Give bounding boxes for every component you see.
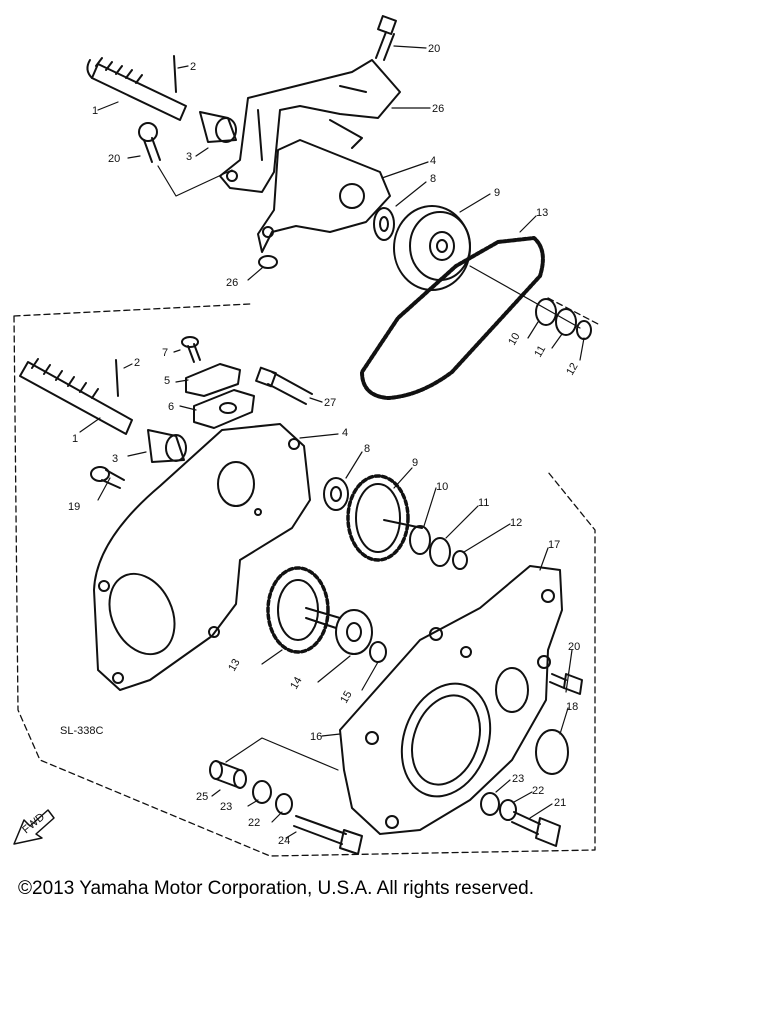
upper-pin [173,55,177,93]
lower-washer-11 [429,537,451,567]
lower-shaft [19,358,133,435]
gear-housing [93,423,311,691]
pulley [393,205,471,291]
right-bolt-21 [511,811,561,847]
callout-upper-13: 13 [536,207,548,219]
callout-lower-11: 11 [478,497,489,509]
callout-lower-12: 12 [510,517,522,529]
callout-lower-23a: 23 [512,773,524,785]
callout-lower-15: 15 [338,689,355,706]
fwd-arrow-icon [13,809,55,845]
lower-gasket [193,389,255,429]
callout-lower-6: 6 [168,401,174,413]
lower-bearing-14 [335,609,373,655]
callout-upper-1: 1 [92,105,98,117]
callout-upper-3: 3 [186,151,192,163]
left-washer-23 [252,780,272,804]
callout-lower-17: 17 [548,539,560,551]
chain [360,236,545,400]
callout-upper-20b: 20 [108,153,120,165]
diagram-code: SL-338C [60,725,103,737]
lower-bearing-8 [323,477,349,511]
callout-lower-20: 20 [568,641,580,653]
callout-lower-22a: 22 [532,785,544,797]
left-bolt-24 [293,815,363,855]
lower-bolt-27 [255,366,313,405]
callout-upper-10: 10 [506,331,523,348]
callout-upper-8: 8 [430,173,436,185]
callout-upper-20a: 20 [428,43,440,55]
callout-lower-10: 10 [436,481,448,493]
lower-washer-10 [409,525,431,555]
callout-lower-24: 24 [278,835,290,847]
upper-bearing [373,207,395,241]
upper-bolt-top [375,15,397,61]
dowel [209,760,247,789]
callout-lower-8: 8 [364,443,370,455]
lower-clip-12 [452,550,468,570]
gear-cover [339,565,563,835]
bracket [219,59,401,193]
callout-lower-4: 4 [342,427,348,439]
callout-upper-2: 2 [190,61,196,73]
callout-lower-19: 19 [68,501,80,513]
arm [257,139,391,253]
lower-plate [185,363,241,397]
callout-upper-26a: 26 [432,103,444,115]
copyright-notice: ©2013 Yamaha Motor Corporation, U.S.A. A… [18,878,534,899]
callout-lower-22b: 22 [248,817,260,829]
parts-diagram: 1 2 3 20 20 26 4 8 9 13 26 10 11 12 7 2 … [13,15,599,857]
callout-lower-13: 13 [226,657,243,674]
callout-lower-16: 16 [310,731,322,743]
callout-lower-7: 7 [162,347,168,359]
lower-screw [181,336,201,363]
assembly-boundary [13,297,599,857]
callout-upper-9: 9 [494,187,500,199]
upper-washer-11 [555,308,577,336]
left-washer-22 [275,793,293,815]
right-washer-22 [499,799,517,821]
lower-bolt-19 [90,466,125,489]
upper-washer [258,255,278,269]
callout-lower-2: 2 [134,357,140,369]
lower-clip-15 [369,641,387,663]
callout-lower-5: 5 [164,375,170,387]
callout-upper-26b: 26 [226,277,238,289]
callout-lower-23b: 23 [220,801,232,813]
upper-shaft [86,57,187,121]
callout-lower-25: 25 [196,791,208,803]
callout-lower-27: 27 [324,397,336,409]
callout-lower-18: 18 [566,701,578,713]
upper-collar [199,111,237,143]
callout-lower-21: 21 [554,797,566,809]
lower-collar [147,429,187,463]
lower-oring [535,729,569,775]
callout-upper-4: 4 [430,155,436,167]
callout-lower-9: 9 [412,457,418,469]
gear-13 [266,566,341,654]
upper-bolt-left [138,122,161,163]
upper-washer-10 [535,298,557,326]
right-washer-23 [480,792,500,816]
callout-upper-12: 12 [564,361,581,378]
upper-clip-12 [576,320,592,340]
lower-screw-20 [549,673,583,695]
callout-upper-11: 11 [532,344,548,360]
callout-lower-1: 1 [72,433,78,445]
lower-pin [115,359,119,397]
callout-lower-3: 3 [112,453,118,465]
callout-lower-14: 14 [288,675,305,692]
